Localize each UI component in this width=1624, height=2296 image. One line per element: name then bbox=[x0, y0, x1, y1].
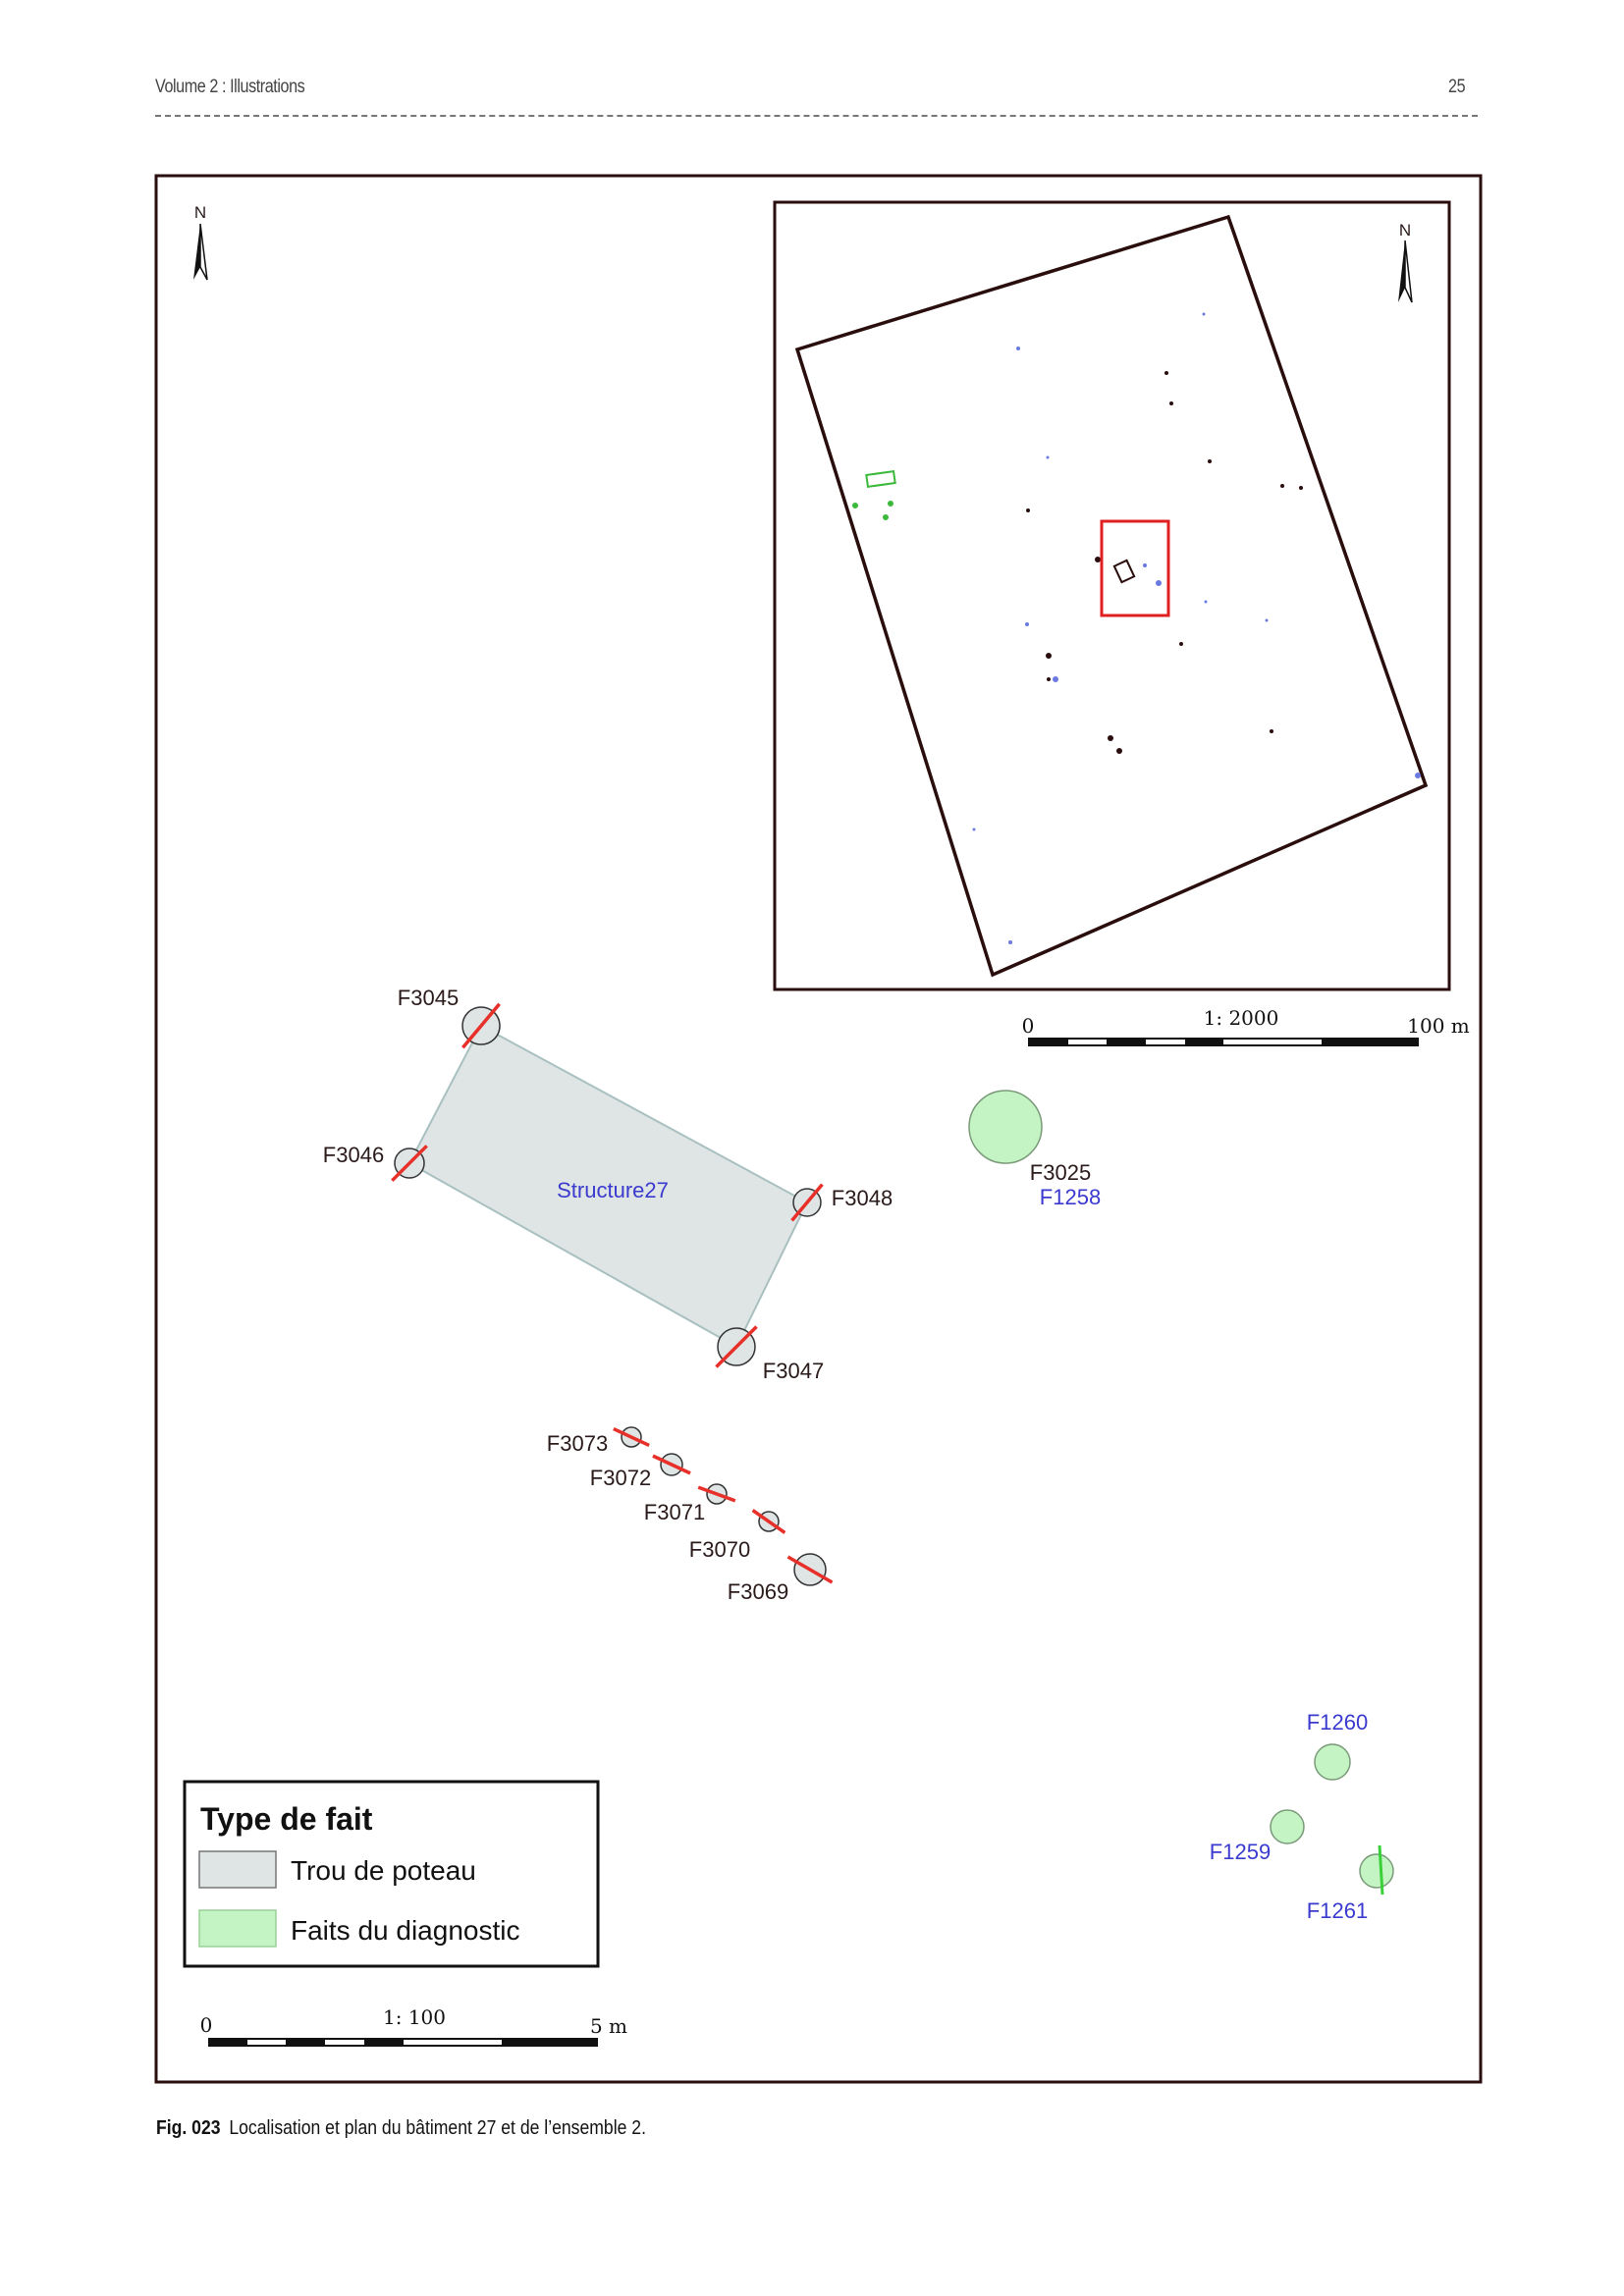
inset-north-arrow-icon: N bbox=[1398, 221, 1413, 303]
legend-title: Type de fait bbox=[200, 1801, 373, 1837]
posthole-F3071: F3071 bbox=[644, 1483, 736, 1524]
posthole-label: F3071 bbox=[644, 1500, 705, 1524]
posthole-label: F3046 bbox=[323, 1143, 384, 1167]
svg-text:5 m: 5 m bbox=[590, 2014, 627, 2038]
excavation-boundary bbox=[794, 214, 1429, 978]
feature-label: F1260 bbox=[1307, 1710, 1368, 1735]
svg-text:1: 100: 1: 100 bbox=[383, 2005, 446, 2029]
posthole-label: F3073 bbox=[547, 1431, 608, 1456]
running-header: Volume 2 : Illustrations bbox=[155, 77, 305, 97]
section-line bbox=[461, 1002, 501, 1049]
posthole-F3046: F3046 bbox=[323, 1143, 428, 1182]
posthole-F3048: F3048 bbox=[790, 1183, 893, 1222]
feature-alt-label: F1258 bbox=[1040, 1185, 1101, 1209]
posthole-label: F3072 bbox=[590, 1466, 651, 1490]
svg-text:N: N bbox=[194, 203, 206, 222]
section-line bbox=[715, 1325, 758, 1368]
legend-swatch-posthole bbox=[198, 1850, 277, 1889]
section-line bbox=[1378, 1844, 1384, 1896]
posthole-label: F3045 bbox=[398, 986, 459, 1010]
section-line bbox=[697, 1485, 736, 1503]
posthole-label: F3048 bbox=[832, 1186, 893, 1210]
posthole-label: F3047 bbox=[763, 1359, 824, 1383]
posthole-F3070: F3070 bbox=[689, 1509, 786, 1562]
diagnostic-feature-F1260: F1260 bbox=[1307, 1710, 1368, 1781]
location-inset-map: N bbox=[773, 200, 1451, 991]
caption-text: Localisation et plan du bâtiment 27 et d… bbox=[229, 2117, 646, 2139]
section-line bbox=[790, 1183, 824, 1222]
svg-text:N: N bbox=[1399, 221, 1411, 240]
posthole-F3047: F3047 bbox=[715, 1325, 824, 1383]
section-line bbox=[751, 1509, 786, 1534]
svg-text:1: 2000: 1: 2000 bbox=[1204, 1006, 1279, 1030]
feature-label: F3025 bbox=[1030, 1160, 1091, 1185]
svg-text:0: 0 bbox=[1022, 1014, 1035, 1038]
figure-number: Fig. 023 bbox=[156, 2117, 221, 2139]
posthole-F3045: F3045 bbox=[398, 986, 501, 1049]
structure-label: Structure27 bbox=[557, 1178, 669, 1202]
section-line bbox=[613, 1426, 650, 1448]
legend-swatch-diagnostic bbox=[198, 1909, 277, 1948]
feature-label: F1259 bbox=[1210, 1840, 1271, 1864]
inset-scale-bar: 0 1: 2000 100 m bbox=[1022, 1006, 1470, 1046]
svg-text:100 m: 100 m bbox=[1407, 1014, 1470, 1038]
legend: Type de fait Trou de poteau Faits du dia… bbox=[183, 1780, 600, 1968]
posthole-F3069: F3069 bbox=[728, 1553, 834, 1604]
figure-caption: Fig. 023 Localisation et plan du bâtiment… bbox=[156, 2117, 646, 2140]
page-number: 25 bbox=[1447, 77, 1466, 97]
header-divider bbox=[155, 115, 1478, 117]
diagnostic-feature-F1261: F1261 bbox=[1307, 1844, 1394, 1923]
area-of-interest-marker bbox=[1100, 519, 1170, 617]
section-line bbox=[786, 1555, 834, 1584]
posthole-label: F3069 bbox=[728, 1579, 788, 1604]
diagnostic-feature-F1259: F1259 bbox=[1210, 1809, 1305, 1864]
main-scale-bar: 0 1: 100 5 m bbox=[200, 2005, 627, 2047]
section-line bbox=[652, 1454, 691, 1475]
section-line bbox=[391, 1145, 428, 1182]
posthole-F3073: F3073 bbox=[547, 1426, 650, 1456]
map-frame bbox=[154, 174, 1483, 2084]
legend-label-posthole: Trou de poteau bbox=[291, 1855, 476, 1886]
north-arrow-icon: N bbox=[193, 203, 208, 281]
posthole-F3072: F3072 bbox=[590, 1453, 691, 1490]
feature-dots bbox=[1026, 371, 1303, 754]
legend-label-diagnostic: Faits du diagnostic bbox=[291, 1915, 519, 1946]
svg-text:0: 0 bbox=[200, 2013, 213, 2037]
posthole-label: F3070 bbox=[689, 1537, 750, 1562]
feature-label: F1261 bbox=[1307, 1898, 1368, 1923]
